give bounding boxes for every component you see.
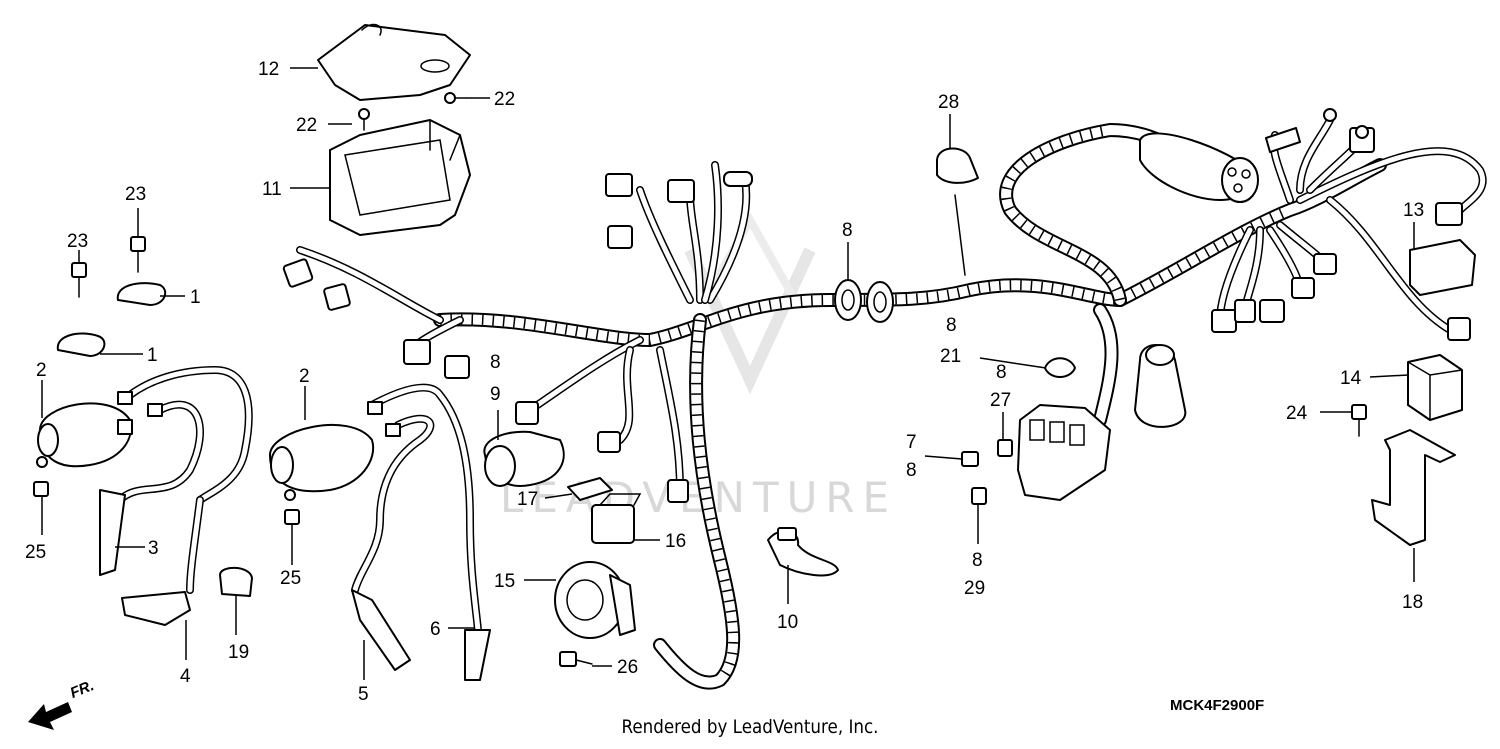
callout-27: 27 (990, 390, 1011, 411)
callout-8-b: 8 (842, 220, 853, 241)
main-wire-harness (296, 116, 1487, 690)
callout-2-left: 2 (36, 360, 47, 381)
footer-credit: Rendered by LeadVenture, Inc. (621, 716, 879, 738)
watermark: LEADVENTURE (500, 211, 897, 522)
round-coupler (1139, 132, 1259, 203)
callout-22-right: 22 (494, 89, 515, 110)
callout-8-c: 8 (946, 315, 957, 336)
callout-8-f: 8 (972, 550, 983, 571)
callout-28: 28 (938, 92, 959, 113)
callout-23-upper: 23 (125, 184, 146, 205)
callout-17: 17 (517, 489, 538, 510)
callout-29: 29 (964, 578, 985, 599)
callout-26: 26 (617, 657, 638, 678)
relay-17 (567, 477, 613, 501)
callout-24: 24 (1286, 403, 1308, 424)
callout-25-right: 25 (280, 568, 301, 589)
callout-15: 15 (494, 571, 515, 592)
leader-lines (41, 67, 1415, 680)
bracket-18 (1371, 429, 1456, 546)
callout-16: 16 (665, 531, 686, 552)
callout-8-d: 8 (996, 362, 1007, 383)
callout-18: 18 (1402, 592, 1423, 613)
plug-wires (99, 366, 491, 681)
bolts-23 (71, 236, 146, 298)
callout-7: 7 (906, 432, 917, 453)
fuse-box-cover-12 (317, 23, 471, 101)
clamp-28 (936, 147, 979, 276)
callout-25-left: 25 (25, 542, 46, 563)
relay-13 (1409, 239, 1476, 296)
callout-5: 5 (358, 684, 369, 705)
grommet-21 (1044, 357, 1076, 378)
callout-8-e: 8 (906, 460, 917, 481)
callout-6: 6 (430, 619, 441, 640)
callout-4: 4 (180, 666, 191, 687)
ignition-coil-left (36, 402, 133, 468)
front-direction-arrow (28, 702, 72, 730)
harness-connectors (282, 108, 1471, 503)
bolts-25 (33, 481, 300, 525)
callout-19: 19 (228, 642, 249, 663)
watermark-text: LEADVENTURE (500, 473, 897, 522)
callout-13: 13 (1403, 200, 1424, 221)
fuse-box-11 (329, 119, 471, 236)
callout-3: 3 (148, 538, 159, 559)
callout-12: 12 (258, 59, 279, 80)
clip-19 (219, 566, 253, 597)
callout-11: 11 (262, 179, 282, 200)
clamps-1 (56, 282, 167, 357)
harness-grommets (834, 279, 894, 323)
hanging-coupler (1134, 344, 1187, 428)
horn-15 (554, 561, 636, 639)
callout-1-lower: 1 (147, 345, 158, 366)
callout-1-upper: 1 (190, 287, 201, 308)
screws-22 (358, 92, 467, 131)
callout-2-right: 2 (299, 366, 310, 387)
relay-cover-14 (1407, 354, 1463, 421)
callout-22-left: 22 (296, 115, 317, 136)
bolt-26 (559, 651, 593, 667)
callout-numbers: 12 22 22 11 23 23 1 1 2 2 25 25 3 4 19 5… (25, 59, 1424, 705)
fuse-block (961, 404, 1111, 505)
band-10 (767, 527, 839, 577)
callout-23-lower: 23 (67, 231, 88, 252)
boot-9 (483, 430, 565, 487)
ignition-coil-right (269, 424, 375, 501)
bolt-24 (1351, 404, 1367, 437)
callout-14: 14 (1340, 368, 1362, 389)
relay-16 (591, 493, 642, 544)
callout-10: 10 (777, 612, 798, 633)
callout-21: 21 (940, 346, 961, 367)
callout-8-a: 8 (490, 352, 501, 373)
callout-9: 9 (490, 384, 501, 405)
diagram-code: MCK4F2900F (1170, 697, 1265, 714)
